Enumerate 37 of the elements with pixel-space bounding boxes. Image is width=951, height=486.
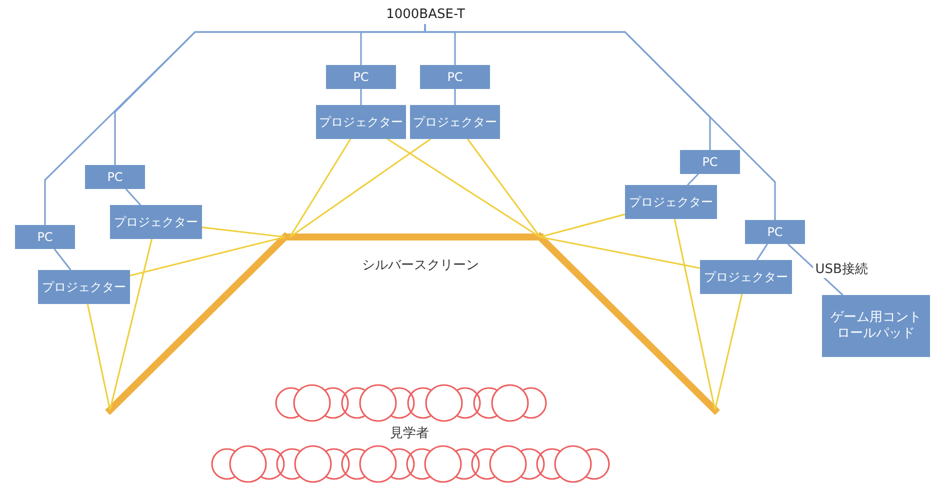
cable-line	[454, 89, 456, 105]
projection-line	[540, 214, 626, 238]
cable-line	[360, 89, 362, 105]
projection-line	[289, 138, 352, 238]
cable-line	[424, 24, 776, 220]
projection-line	[290, 138, 432, 238]
projector-box: プロジェクター	[410, 105, 500, 139]
pc-box: PC	[745, 220, 805, 244]
screen-bar	[286, 234, 544, 240]
projection-line	[674, 218, 716, 410]
pc-box: PC	[15, 225, 75, 249]
pc-box: PC	[326, 65, 396, 89]
projection-line	[466, 138, 541, 238]
cable-line	[54, 248, 72, 270]
cable-line	[687, 173, 699, 186]
projection-line	[86, 304, 111, 410]
projection-line	[109, 238, 153, 410]
cable-line	[756, 244, 768, 260]
projector-box: プロジェクター	[625, 185, 717, 219]
projector-box: プロジェクター	[110, 205, 202, 239]
projector-box: プロジェクター	[38, 270, 130, 304]
screen-caption: シルバースクリーン	[362, 257, 479, 274]
network-label: 1000BASE-T	[378, 6, 473, 24]
projection-line	[387, 138, 540, 238]
audience-label: 見学者	[390, 425, 429, 442]
projection-line	[714, 294, 743, 410]
pc-box: PC	[85, 165, 145, 189]
projection-line	[540, 236, 700, 269]
projection-line	[130, 236, 286, 276]
pc-box: PC	[680, 150, 740, 174]
edge-label: USB接続	[813, 260, 870, 278]
pc-box: PC	[420, 65, 490, 89]
cable-line	[125, 188, 142, 206]
projector-box: プロジェクター	[316, 105, 406, 139]
projector-box: プロジェクター	[700, 260, 792, 294]
projection-line	[202, 226, 286, 238]
controller-box: ゲーム用コントロールパッド	[822, 295, 930, 357]
